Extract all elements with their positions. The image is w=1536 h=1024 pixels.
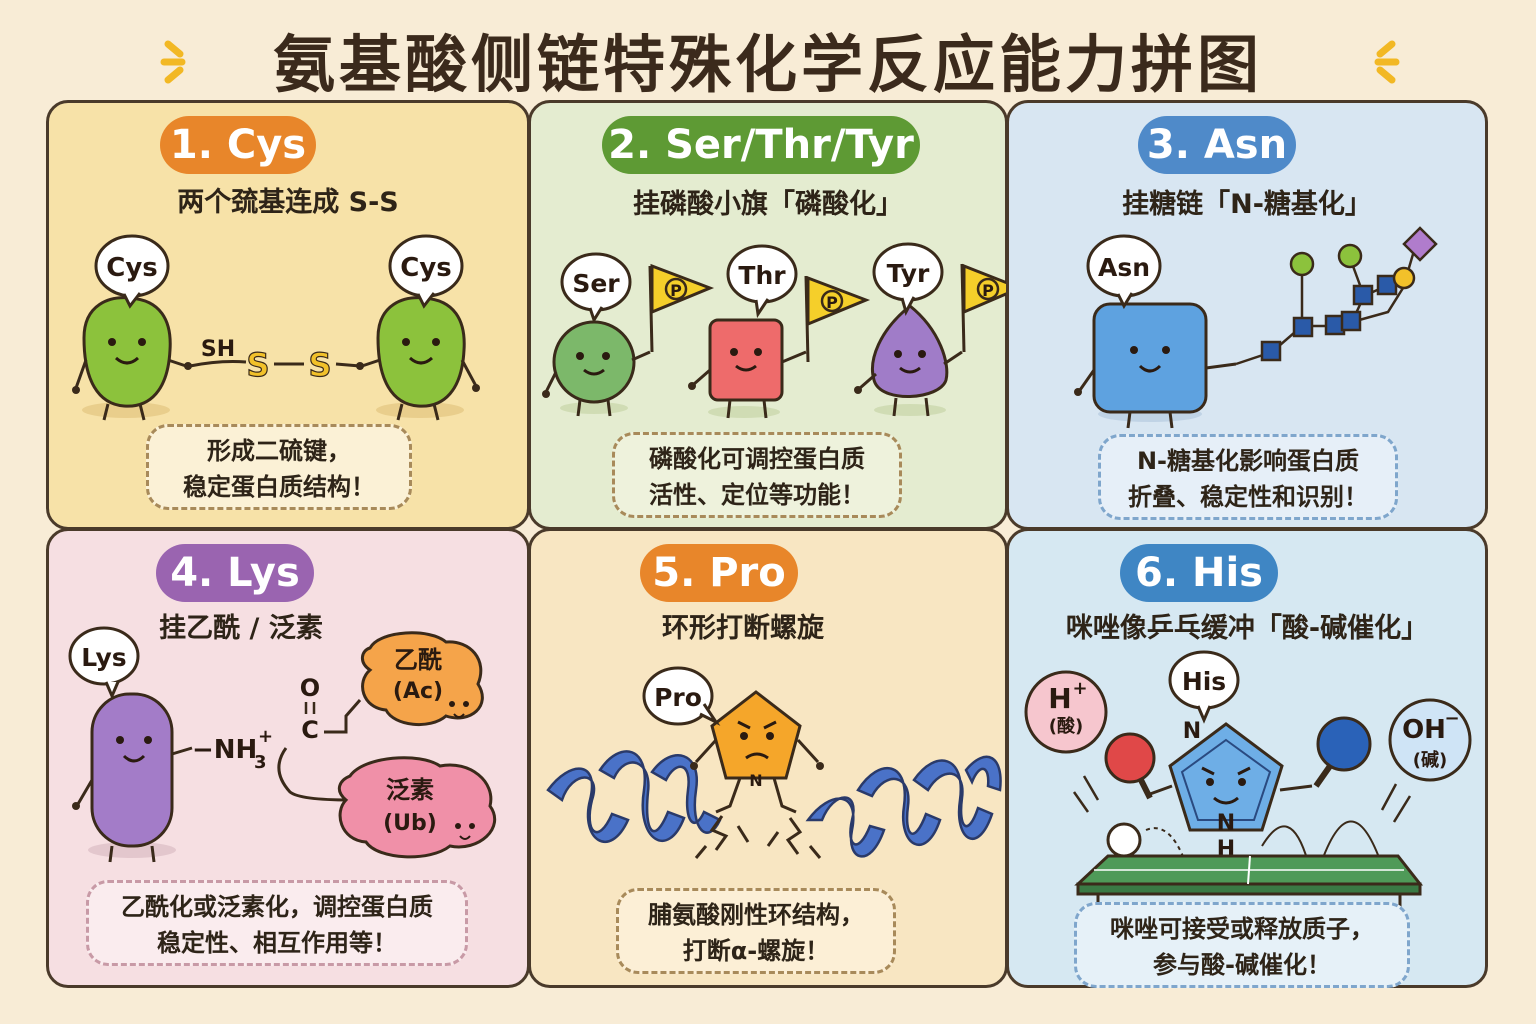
badge-pro: 5. Pro bbox=[640, 544, 798, 602]
badge-cys: 1. Cys bbox=[160, 116, 316, 174]
subtitle-ser-thr-tyr: 挂磷酸小旗「磷酸化」 bbox=[633, 189, 903, 220]
badge-asn: 3. Asn bbox=[1138, 116, 1296, 174]
subtitle-cys: 两个巯基连成 S-S bbox=[177, 187, 399, 218]
page-title: 氨基酸侧链特殊化学反应能力拼图 bbox=[272, 28, 1263, 101]
note-his: 咪唑可接受或释放质子， 参与酸-碱催化！ bbox=[1074, 902, 1410, 988]
note-ser-thr-tyr: 磷酸化可调控蛋白质 活性、定位等功能！ bbox=[612, 432, 902, 518]
note-pro: 脯氨酸刚性环结构， 打断α-螺旋！ bbox=[616, 888, 896, 974]
note-cys: 形成二硫键， 稳定蛋白质结构！ bbox=[146, 424, 412, 510]
note-asn: N-糖基化影响蛋白质 折叠、稳定性和识别！ bbox=[1098, 434, 1398, 520]
subtitle-lys: 挂乙酰 / 泛素 bbox=[159, 613, 323, 644]
subtitle-his: 咪唑像乒乓缓冲「酸-碱催化」 bbox=[1065, 613, 1429, 644]
badge-lys: 4. Lys bbox=[156, 544, 314, 602]
subtitle-asn: 挂糖链「N-糖基化」 bbox=[1122, 189, 1372, 220]
badge-his: 6. His bbox=[1120, 544, 1278, 602]
note-lys: 乙酰化或泛素化，调控蛋白质 稳定性、相互作用等！ bbox=[86, 880, 468, 966]
subtitle-pro: 环形打断螺旋 bbox=[662, 613, 824, 644]
badge-ser-thr-tyr: 2. Ser/Thr/Tyr bbox=[602, 116, 920, 174]
sparkle-right-icon bbox=[1374, 40, 1400, 84]
sparkle-left-icon bbox=[160, 40, 186, 84]
